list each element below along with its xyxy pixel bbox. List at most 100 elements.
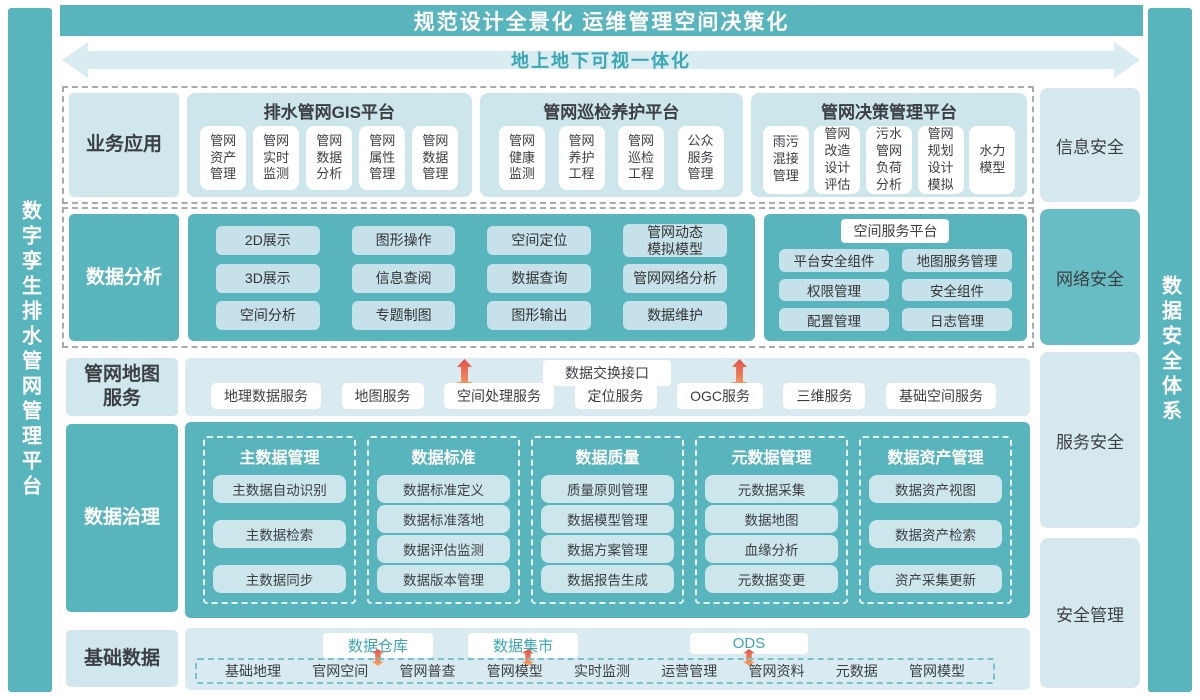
ana-card: 2D展示	[216, 226, 320, 255]
gov-card: 数据模型管理	[541, 505, 674, 533]
gov-card: 主数据自动识别	[213, 475, 346, 503]
service-pill: 地理数据服务	[211, 383, 321, 409]
gov-cards: 主数据自动识别 主数据检索 主数据同步	[213, 475, 346, 593]
double-arrow-banner: 地上地下可视一体化	[62, 42, 1140, 78]
top-banner: 规范设计全景化 运维管理空间决策化	[60, 5, 1143, 36]
gov-card: 元数据采集	[705, 475, 838, 503]
gov-title: 数据质量	[575, 450, 640, 467]
ana-card: 图形操作	[351, 226, 456, 255]
row-base-data: 数据仓库 数据集市 ODS 基础地理 官网空间 管网普查 管网模型 实时监测 运…	[185, 628, 1030, 690]
ana-card: 空间分析	[216, 301, 320, 330]
group-title: 管网决策管理平台	[821, 103, 958, 122]
gov-group-data-quality: 数据质量 质量原则管理 数据模型管理 数据方案管理 数据报告生成	[531, 436, 684, 604]
up-down-arrow-icon	[372, 649, 384, 666]
gov-title: 数据标准	[411, 450, 476, 467]
biz-card: 管网 养护 工程	[558, 126, 605, 190]
ana-card: 管网网络分析	[623, 264, 727, 293]
gov-card: 数据资产视图	[869, 475, 1002, 503]
data-source-item: 实时监测	[574, 663, 630, 679]
biz-card: 管网 属性 管理	[359, 126, 406, 190]
security-box-network: 网络安全	[1040, 209, 1140, 345]
group-decision-platform: 管网决策管理平台 雨污 混接 管理 管网 改造 设计 评估 污水 管网 负荷 分…	[751, 93, 1027, 197]
biz-card: 管网 规划 设计 模拟	[917, 126, 964, 194]
biz-card: 污水 管网 负荷 分析	[866, 126, 913, 194]
gov-card: 数据标准定义	[377, 475, 510, 503]
group-gis-platform: 排水管网GIS平台 管网 资产 管理 管网 实时 监测 管网 数据 分析 管网 …	[187, 93, 472, 197]
gov-cards: 数据资产视图 数据资产检索 资产采集更新	[869, 475, 1002, 593]
ana-card: 专题制图	[351, 301, 456, 330]
service-pill: 基础空间服务	[885, 383, 996, 409]
group-title: 管网巡检养护平台	[543, 103, 680, 122]
data-source-item: 管网普查	[399, 663, 456, 679]
service-pill: 三维服务	[783, 383, 866, 409]
group-cards: 雨污 混接 管理 管网 改造 设计 评估 污水 管网 负荷 分析 管网 规划 设…	[757, 126, 1021, 194]
biz-card: 水力 模型	[969, 126, 1016, 194]
data-source-item: 元数据	[835, 663, 878, 679]
platform-card: 日志管理	[901, 308, 1012, 331]
spatial-service-platform: 空间服务平台 平台安全组件 地图服务管理 权限管理 安全组件 配置管理 日志管理	[763, 214, 1027, 341]
data-source-item: 官网空间	[312, 663, 369, 679]
gov-card: 数据地图	[705, 505, 838, 533]
gov-card: 主数据同步	[213, 565, 346, 593]
biz-card: 雨污 混接 管理	[762, 126, 809, 194]
biz-card: 管网 巡检 工程	[618, 126, 665, 190]
ana-card: 图形输出	[487, 301, 592, 330]
gov-card: 元数据变更	[705, 565, 838, 593]
gov-card: 资产采集更新	[869, 565, 1002, 593]
store-pill-ods: ODS	[690, 633, 808, 654]
gov-group-data-standard: 数据标准 数据标准定义 数据标准落地 数据评估监测 数据版本管理	[367, 436, 520, 604]
row-label-base-data: 基础数据	[66, 630, 178, 687]
biz-card: 管网 健康 监测	[499, 126, 546, 190]
data-source-item: 运营管理	[661, 663, 718, 679]
row-label-business: 业务应用	[69, 93, 179, 197]
biz-card: 管网 资产 管理	[200, 126, 247, 190]
gov-title: 元数据管理	[731, 450, 812, 467]
row-label-map-services: 管网地图 服务	[66, 358, 178, 416]
gov-card: 数据报告生成	[541, 565, 674, 593]
gov-cards: 元数据采集 数据地图 血缘分析 元数据变更	[705, 475, 838, 593]
data-source-item: 管网模型	[909, 663, 965, 679]
row-data-governance: 主数据管理 主数据自动识别 主数据检索 主数据同步 数据标准 数据标准定义 数据…	[185, 422, 1030, 618]
gov-card: 数据版本管理	[377, 565, 510, 593]
ana-card: 数据维护	[623, 301, 727, 330]
gov-group-data-assets: 数据资产管理 数据资产视图 数据资产检索 资产采集更新	[859, 436, 1012, 604]
gov-card: 数据资产检索	[869, 520, 1002, 548]
ana-card: 信息查阅	[351, 264, 456, 293]
gov-group-metadata: 元数据管理 元数据采集 数据地图 血缘分析 元数据变更	[695, 436, 848, 604]
store-pill-mart: 数据集市	[468, 633, 578, 658]
service-pill: 空间处理服务	[444, 383, 555, 409]
up-down-arrow-icon	[732, 359, 747, 390]
up-down-arrow-icon	[522, 649, 534, 666]
ana-card: 管网动态 模拟模型	[623, 224, 727, 257]
biz-card: 管网 数据 管理	[412, 126, 459, 190]
up-down-arrow-icon	[743, 649, 755, 666]
data-source-item: 管网资料	[748, 663, 805, 679]
row-label-analysis: 数据分析	[69, 214, 179, 341]
gov-card: 质量原则管理	[541, 475, 674, 503]
gov-cards: 数据标准定义 数据标准落地 数据评估监测 数据版本管理	[377, 475, 510, 593]
data-exchange-interface: 数据交换接口	[543, 360, 671, 386]
group-cards: 管网 资产 管理 管网 实时 监测 管网 数据 分析 管网 属性 管理 管网 数…	[193, 126, 466, 190]
data-source-item: 管网模型	[486, 663, 543, 679]
row-data-analysis: 数据分析 2D展示 图形操作 空间定位 管网动态 模拟模型 3D展示 信息查阅 …	[62, 207, 1034, 348]
platform-card: 平台安全组件	[778, 249, 889, 272]
gov-title: 数据资产管理	[887, 450, 984, 467]
map-service-pills: 地理数据服务 地图服务 空间处理服务 定位服务 OGC服务 三维服务 基础空间服…	[211, 383, 996, 409]
group-title: 排水管网GIS平台	[263, 103, 395, 122]
group-cards: 管网 健康 监测 管网 养护 工程 管网 巡检 工程 公众 服务 管理	[486, 126, 738, 190]
gov-card: 主数据检索	[213, 520, 346, 548]
data-source-item: 基础地理	[225, 663, 281, 679]
left-platform-bar: 数字孪生排水管网管理平台	[8, 8, 52, 692]
service-pill: 定位服务	[574, 383, 657, 409]
up-down-arrow-icon	[457, 359, 472, 390]
biz-card: 管网 改造 设计 评估	[814, 126, 861, 194]
platform-card: 权限管理	[778, 278, 889, 302]
gov-card: 数据标准落地	[377, 505, 510, 533]
gov-card: 数据评估监测	[377, 535, 510, 563]
gov-title: 主数据管理	[239, 450, 320, 467]
biz-card: 公众 服务 管理	[677, 126, 724, 190]
data-source-list: 基础地理 官网空间 管网普查 管网模型 实时监测 运营管理 管网资料 元数据 管…	[195, 658, 995, 684]
group-inspection-platform: 管网巡检养护平台 管网 健康 监测 管网 养护 工程 管网 巡检 工程 公众 服…	[479, 93, 744, 197]
row-label-governance: 数据治理	[66, 424, 178, 612]
